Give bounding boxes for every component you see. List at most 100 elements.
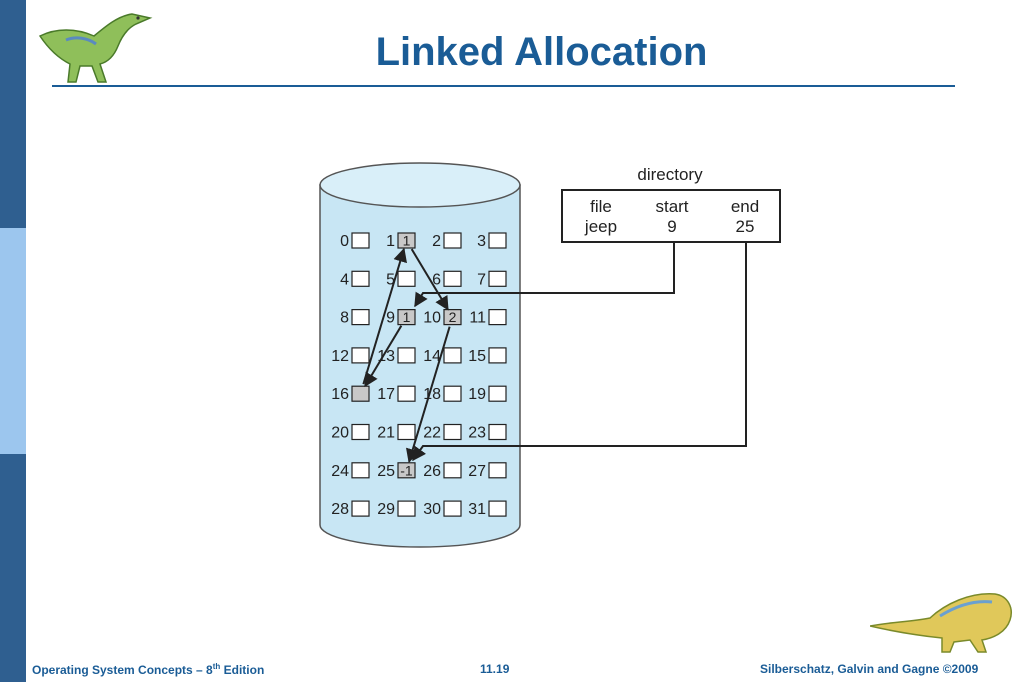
block-number: 30 [423, 501, 441, 518]
chain-arrow-16-to-1 [362, 247, 407, 385]
disk-block-3: 3 [477, 232, 507, 250]
block-box [351, 385, 370, 402]
end-pointer-arrow [412, 242, 747, 462]
disk-block-15: 15 [468, 347, 507, 365]
dinosaur-logo-top [38, 13, 153, 83]
disk-block-12: 12 [331, 347, 370, 365]
block-box [397, 385, 416, 402]
block-number: 31 [468, 501, 486, 518]
block-number: 1 [386, 233, 395, 250]
block-box [397, 347, 416, 364]
block-number: 7 [477, 271, 486, 288]
block-number: 14 [423, 348, 441, 365]
footer-edition: Operating System Concepts – 8th Edition [32, 662, 264, 677]
block-pointer-value: 1 [403, 309, 411, 325]
block-box [351, 270, 370, 287]
disk-block-30: 30 [423, 500, 462, 518]
block-number: 12 [331, 348, 349, 365]
sidebar-band [0, 0, 26, 682]
block-number: 2 [432, 233, 441, 250]
dinosaur-logo-bottom [870, 593, 1012, 653]
block-box [443, 347, 462, 364]
block-number: 0 [340, 233, 349, 250]
slide-title: Linked Allocation [375, 30, 708, 74]
block-pointer-value: 1 [403, 233, 411, 249]
block-number: 4 [340, 271, 349, 288]
directory-header-file: file [590, 197, 612, 216]
block-box [443, 500, 462, 517]
block-number: 26 [423, 463, 441, 480]
block-number: 6 [432, 271, 441, 288]
footer-edition-prefix: Operating System Concepts – 8 [32, 663, 213, 677]
disk-block-29: 29 [377, 500, 416, 518]
block-number: 25 [377, 463, 395, 480]
block-number: 20 [331, 425, 349, 442]
block-number: 29 [377, 501, 395, 518]
block-box [488, 385, 507, 402]
block-number: 17 [377, 386, 395, 403]
block-number: 11 [469, 310, 486, 327]
block-number: 28 [331, 501, 349, 518]
block-pointer-value: -1 [400, 462, 413, 478]
disk-block-14: 14 [423, 347, 462, 365]
directory-cell-end: 25 [736, 217, 755, 236]
block-box [443, 385, 462, 402]
disk-block-24: 24 [331, 462, 370, 480]
disk-block-23: 23 [468, 423, 507, 442]
title-rule [52, 85, 955, 87]
directory-header-end: end [731, 197, 759, 216]
sidebar-highlight [0, 228, 26, 454]
block-box [488, 462, 507, 479]
disk-block-17: 17 [377, 385, 416, 403]
disk-block-26: 26 [423, 462, 462, 480]
disk-block-13: 13 [377, 347, 416, 365]
block-box [351, 462, 370, 479]
block-number: 13 [377, 348, 395, 365]
block-number: 27 [468, 463, 486, 480]
block-number: 22 [423, 425, 441, 442]
start-pointer-arrow [414, 242, 675, 308]
block-number: 16 [331, 386, 349, 403]
footer-edition-sup: th [212, 662, 221, 671]
block-box [443, 309, 462, 326]
block-number: 19 [468, 386, 486, 403]
block-box [351, 232, 370, 249]
footer-copyright: Silberschatz, Galvin and Gagne ©2009 [760, 662, 979, 676]
block-box [488, 309, 507, 326]
disk-block-7: 7 [477, 270, 507, 288]
disk-block-20: 20 [331, 423, 370, 442]
disk-block-18: 18 [423, 385, 462, 403]
block-box [488, 500, 507, 517]
disk-cylinder [319, 162, 521, 548]
disk-block-27: 27 [468, 462, 507, 480]
disk-block-16: 16 [331, 385, 370, 403]
block-number: 23 [468, 425, 486, 442]
block-box [443, 423, 462, 441]
disk-block-22: 22 [423, 423, 462, 442]
disk-block-6: 6 [432, 270, 462, 288]
block-number: 15 [468, 348, 486, 365]
block-number: 9 [386, 310, 395, 327]
disk-block-21: 21 [377, 423, 416, 442]
directory-cell-start: 9 [667, 217, 676, 236]
block-box [397, 270, 416, 287]
block-box [351, 309, 370, 326]
page-number: 11.19 [480, 662, 510, 676]
chain-arrow-9-to-16 [364, 325, 403, 388]
chain-arrow-10-to-25 [406, 326, 451, 464]
disk-block-31: 31 [468, 500, 507, 518]
disk-block-11: 11 [469, 309, 507, 327]
block-number: 8 [340, 310, 349, 327]
disk-block-25: 25 -1 [377, 462, 416, 480]
directory-table: directory file start end jeep 9 25 [561, 165, 781, 243]
block-box [397, 309, 416, 326]
chain-arrow-1-to-10 [410, 248, 449, 311]
block-number: 3 [477, 233, 486, 250]
disk-block-4: 4 [340, 270, 370, 288]
block-box [443, 270, 462, 287]
block-pointer-value: 2 [449, 309, 457, 325]
